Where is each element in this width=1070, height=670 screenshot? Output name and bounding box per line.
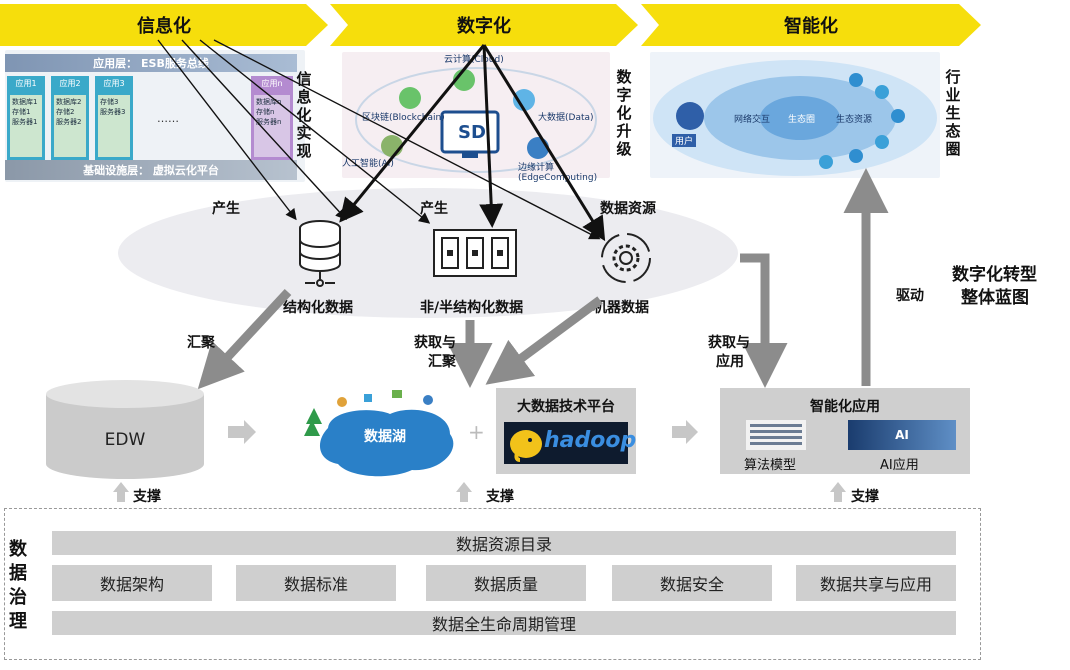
bigdata-platform-box: 大数据技术平台 hadoop xyxy=(496,388,636,474)
governance-item-sharing: 数据共享与应用 xyxy=(796,565,956,601)
digital-center-logo: SD xyxy=(458,122,486,143)
app-label: 应用n xyxy=(261,79,283,88)
stage-chevron-informatization: 信息化 xyxy=(0,4,328,46)
support-label: 支撑 xyxy=(851,489,879,505)
blueprint-title-line-2: 整体蓝图 xyxy=(961,288,1029,308)
produce-label: 产生 xyxy=(212,201,240,217)
tech-node-blockchain: 区块链(Blockchain) xyxy=(362,113,445,123)
governance-title: 数据治理 xyxy=(9,539,27,632)
converge-label: 汇聚 xyxy=(187,335,215,351)
stage-label: 信息化 xyxy=(137,16,191,37)
stage-label: 数字化 xyxy=(457,16,511,37)
elephant-icon xyxy=(510,430,542,462)
structured-data-label: 结构化数据 xyxy=(283,300,353,316)
edw-label: EDW xyxy=(104,430,146,450)
ecosystem-node-network: 网络交互 xyxy=(734,115,771,125)
governance-item-security: 数据安全 xyxy=(612,565,772,601)
ecosystem-panel: 用户 网络交互 生态圈 生态资源 xyxy=(650,52,940,178)
support-label: 支撑 xyxy=(133,489,161,505)
it-architecture-panel: 应用层： ESB服务总线 应用1 数据库1 存储1 服务器1 应用2 数据库2 … xyxy=(5,50,305,182)
data-lake-icon xyxy=(304,390,454,477)
hadoop-logo: hadoop xyxy=(504,422,636,464)
app-detail: 数据库2 存储2 服务器2 xyxy=(54,95,86,157)
algorithm-model-label: 算法模型 xyxy=(744,458,797,473)
tech-node-cloud: 云计算(Cloud) xyxy=(444,55,504,65)
semi-structured-data-label: 非/半结构化数据 xyxy=(420,300,524,316)
plus-icon: + xyxy=(468,420,485,444)
blueprint-title-line-1: 数字化转型 xyxy=(952,265,1037,285)
governance-item-architecture: 数据架构 xyxy=(52,565,212,601)
data-resource-label: 数据资源 xyxy=(600,201,656,217)
acquire-converge-label-1: 获取与 xyxy=(414,335,456,351)
industry-ecosystem-label: 行业生态圈 xyxy=(945,68,961,158)
acquire-converge-label-2: 汇聚 xyxy=(428,354,456,370)
digital-upgrade-label: 数字化升级 xyxy=(616,68,632,158)
governance-frame xyxy=(4,508,981,660)
smart-apps-title: 智能化应用 xyxy=(810,399,880,415)
machine-data-label: 机器数据 xyxy=(593,300,649,316)
ecosystem-node-circle: 生态圈 xyxy=(788,115,816,125)
ellipsis-text: …… xyxy=(157,112,179,125)
app-detail: 存储3 服务器3 xyxy=(98,95,130,157)
support-label: 支撑 xyxy=(486,489,514,505)
stage-chevron-digitalization: 数字化 xyxy=(330,4,638,46)
app-label: 应用1 xyxy=(15,79,37,88)
governance-catalog-bar: 数据资源目录 xyxy=(52,531,956,555)
ai-app-label: AI应用 xyxy=(880,458,919,473)
hadoop-wordmark: hadoop xyxy=(544,428,637,453)
acquire-apply-label-2: 应用 xyxy=(716,354,744,370)
algorithm-model-icon xyxy=(746,420,806,450)
ecosystem-node-resources: 生态资源 xyxy=(836,115,873,125)
governance-item-quality: 数据质量 xyxy=(426,565,586,601)
tech-node-edge: 边缘计算(EdgeComputing) xyxy=(518,163,598,183)
semi-structured-data-icon xyxy=(433,229,517,277)
it-realization-label: 信息化实现 xyxy=(296,70,312,160)
bigdata-platform-title: 大数据技术平台 xyxy=(517,399,615,415)
app-column: 应用3 存储3 服务器3 xyxy=(95,76,133,172)
edw-cylinder xyxy=(46,380,204,479)
ai-app-banner: AI xyxy=(848,420,956,450)
smart-apps-box: 智能化应用 AI 算法模型 AI应用 xyxy=(720,388,970,474)
ecosystem-graphic xyxy=(653,60,937,176)
digital-tech-panel: SD 云计算(Cloud) 区块链(Blockchain) 大数据(Data) … xyxy=(342,52,610,183)
drive-label: 驱动 xyxy=(896,288,924,304)
governance-lifecycle-bar: 数据全生命周期管理 xyxy=(52,611,956,635)
app-label: 应用3 xyxy=(103,79,125,88)
ecosystem-node-user: 用户 xyxy=(672,134,697,147)
stage-chevron-intelligence: 智能化 xyxy=(641,4,981,46)
app-column: 应用1 数据库1 存储1 服务器1 xyxy=(7,76,45,172)
database-icon xyxy=(299,220,341,287)
tech-node-bigdata: 大数据(Data) xyxy=(538,113,594,123)
stage-label: 智能化 xyxy=(784,16,838,37)
app-detail: 数据库1 存储1 服务器1 xyxy=(10,95,42,157)
app-label: 应用2 xyxy=(59,79,81,88)
machine-gear-icon xyxy=(601,233,651,283)
tech-node-ai: 人工智能(AI) xyxy=(342,159,394,169)
acquire-apply-label-1: 获取与 xyxy=(708,335,750,351)
app-column: 应用2 数据库2 存储2 服务器2 xyxy=(51,76,89,172)
governance-item-standards: 数据标准 xyxy=(236,565,396,601)
infrastructure-layer-bar: 基础设施层： 虚拟云化平台 xyxy=(5,160,297,180)
data-lake-label: 数据湖 xyxy=(364,429,406,445)
data-types-ellipse xyxy=(118,188,738,318)
